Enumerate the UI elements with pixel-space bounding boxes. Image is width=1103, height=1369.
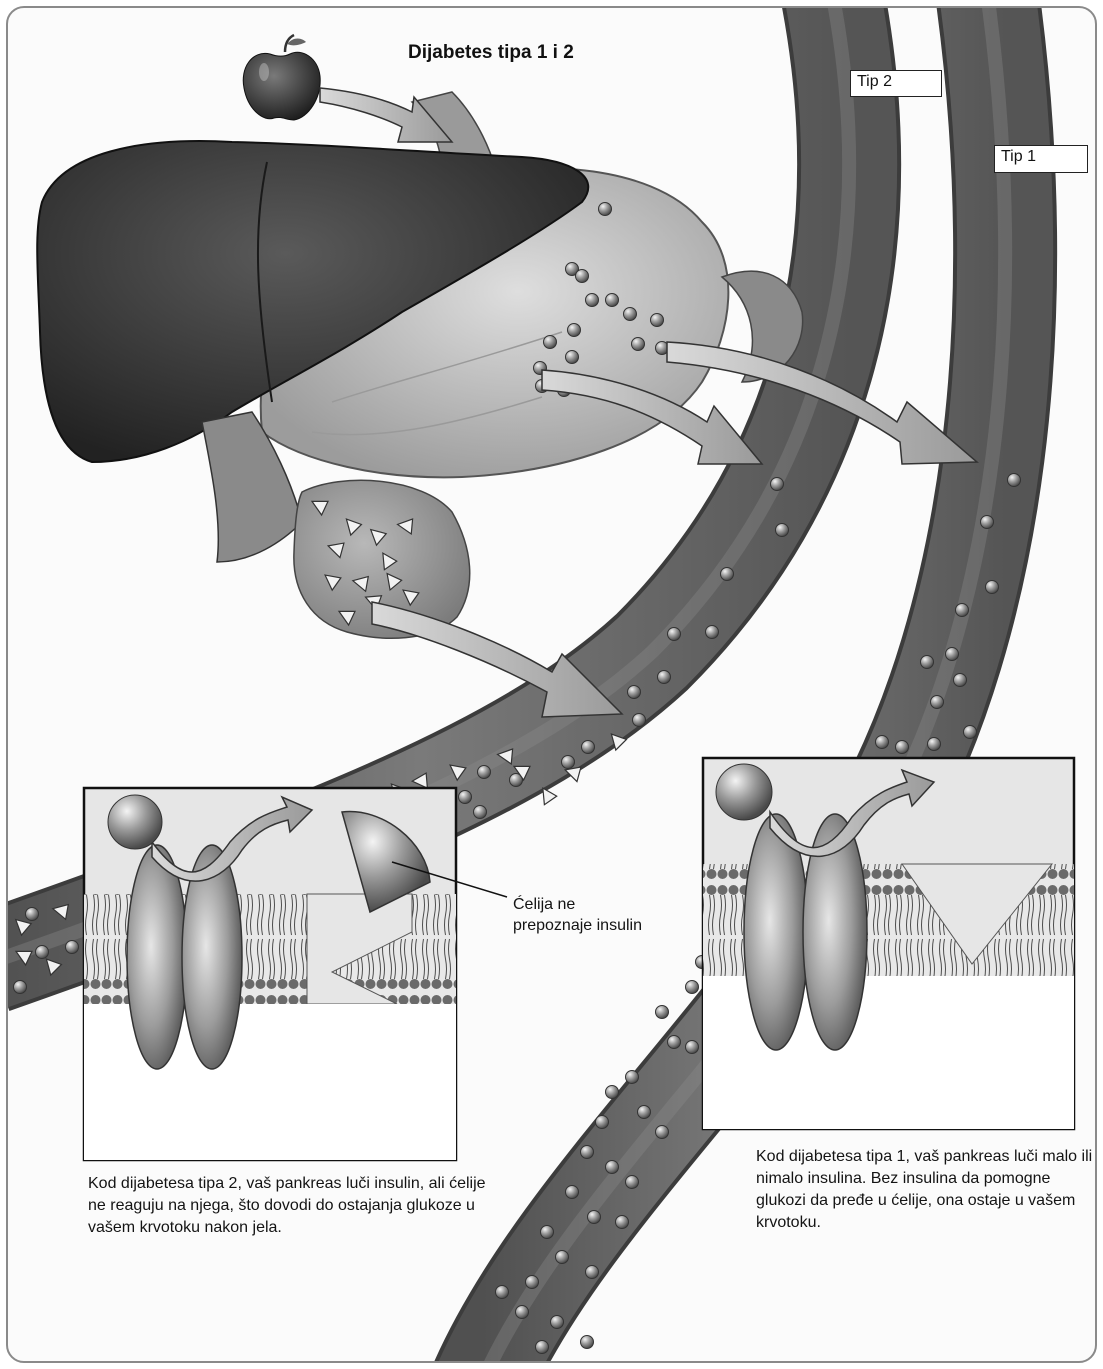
glucose-molecule-icon — [576, 270, 589, 283]
glucose-molecule-icon — [686, 981, 699, 994]
glucose-molecule-icon — [931, 696, 944, 709]
glucose-molecule-icon — [606, 1161, 619, 1174]
glucose-molecule-icon — [954, 674, 967, 687]
glucose-molecule-icon — [459, 791, 472, 804]
glucose-molecule-icon — [586, 294, 599, 307]
glucose-molecule-icon — [566, 1186, 579, 1199]
glucose-molecule-icon — [921, 656, 934, 669]
glucose-molecule-icon — [599, 203, 612, 216]
label-type2: Tip 2 — [850, 70, 942, 97]
caption-type1: Kod dijabetesa tipa 1, vaš pankreas luči… — [756, 1146, 1096, 1234]
glucose-molecule-icon — [562, 756, 575, 769]
glucose-molecule-icon — [628, 686, 641, 699]
glucose-molecule-icon — [656, 1006, 669, 1019]
glucose-molecule-icon — [876, 736, 889, 749]
glucose-molecule-icon — [706, 626, 719, 639]
glucose-molecule-icon — [771, 478, 784, 491]
glucose-molecule-icon — [616, 1216, 629, 1229]
glucose-molecule-icon — [956, 604, 969, 617]
glucose-molecule-icon — [14, 981, 27, 994]
glucose-molecule-icon — [586, 1266, 599, 1279]
caption-type2: Kod dijabetesa tipa 2, vaš pankreas luči… — [88, 1173, 498, 1239]
callout-text: Ćelija ne prepoznaje insulin — [513, 894, 653, 936]
apple-icon — [243, 35, 320, 120]
glucose-molecule-icon — [632, 338, 645, 351]
glucose-molecule-icon — [556, 1251, 569, 1264]
glucose-molecule-icon — [721, 568, 734, 581]
glucose-molecule-icon — [66, 941, 79, 954]
glucose-molecule-icon — [964, 726, 977, 739]
glucose-molecule-icon — [108, 795, 162, 849]
glucose-molecule-icon — [566, 351, 579, 364]
glucose-molecule-icon — [656, 1126, 669, 1139]
glucose-molecule-icon — [624, 308, 637, 321]
glucose-molecule-icon — [526, 1276, 539, 1289]
glucose-molecule-icon — [776, 524, 789, 537]
glucose-molecule-icon — [651, 314, 664, 327]
glucose-molecule-icon — [1008, 474, 1021, 487]
glucose-molecule-icon — [496, 1286, 509, 1299]
glucose-molecule-icon — [686, 1041, 699, 1054]
diagram-title: Dijabetes tipa 1 i 2 — [408, 42, 574, 64]
glucose-molecule-icon — [568, 324, 581, 337]
glucose-molecule-icon — [551, 1316, 564, 1329]
glucose-molecule-icon — [633, 714, 646, 727]
glucose-molecule-icon — [626, 1176, 639, 1189]
glucose-molecule-icon — [658, 671, 671, 684]
glucose-molecule-icon — [716, 764, 772, 820]
illustration-frame: Dijabetes tipa 1 i 2 Tip 2 Tip 1 Ćelija … — [6, 6, 1097, 1363]
glucose-molecule-icon — [474, 806, 487, 819]
glucose-molecule-icon — [582, 741, 595, 754]
glucose-molecule-icon — [544, 336, 557, 349]
glucose-molecule-icon — [596, 1116, 609, 1129]
label-type1: Tip 1 — [994, 145, 1088, 173]
type2-cell-inset — [84, 788, 507, 1160]
glucose-molecule-icon — [896, 741, 909, 754]
glucose-molecule-icon — [478, 766, 491, 779]
glucose-molecule-icon — [36, 946, 49, 959]
glucose-molecule-icon — [541, 1226, 554, 1239]
glucose-molecule-icon — [668, 628, 681, 641]
glucose-molecule-icon — [606, 294, 619, 307]
glucose-molecule-icon — [536, 1341, 549, 1354]
glucose-molecule-icon — [581, 1336, 594, 1349]
glucose-molecule-icon — [981, 516, 994, 529]
glucose-molecule-icon — [581, 1146, 594, 1159]
type1-cell-inset — [703, 758, 1074, 1129]
glucose-molecule-icon — [588, 1211, 601, 1224]
receptor-icon — [127, 845, 187, 1069]
glucose-molecule-icon — [516, 1306, 529, 1319]
glucose-molecule-icon — [626, 1071, 639, 1084]
glucose-molecule-icon — [946, 648, 959, 661]
glucose-molecule-icon — [638, 1106, 651, 1119]
glucose-molecule-icon — [986, 581, 999, 594]
glucose-molecule-icon — [928, 738, 941, 751]
glucose-molecule-icon — [668, 1036, 681, 1049]
glucose-molecule-icon — [26, 908, 39, 921]
glucose-molecule-icon — [606, 1086, 619, 1099]
